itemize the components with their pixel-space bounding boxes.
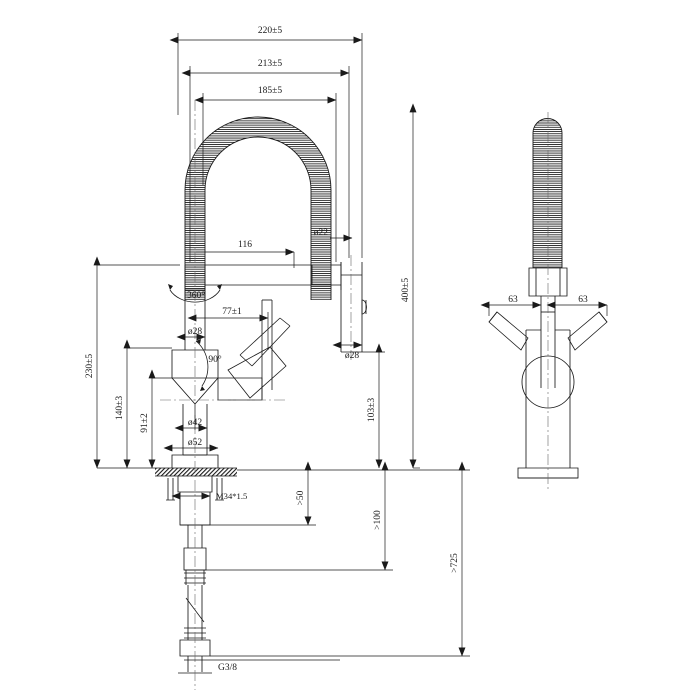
dim-front-left: 63 bbox=[480, 295, 542, 316]
front-spout-collar bbox=[528, 267, 568, 297]
dim-hose-length: >725 bbox=[210, 461, 470, 657]
dim-nozzle-dia: ø28 bbox=[332, 341, 363, 361]
dim-top-width-mid: 213±5 bbox=[181, 59, 350, 262]
dim-mount-thread: M34*1.5 bbox=[171, 491, 247, 501]
dim-gt50-label: >50 bbox=[296, 490, 306, 505]
front-handle-left bbox=[488, 311, 529, 351]
dim-height-mid: 140±3 bbox=[115, 339, 172, 469]
dim-base-dia: ø52 bbox=[163, 438, 219, 452]
dim-400-label: 400±5 bbox=[401, 278, 411, 302]
dim-185-label: 185±5 bbox=[258, 86, 282, 96]
dim-220-label: 220±5 bbox=[258, 26, 282, 36]
dim-counter-min: >100 bbox=[206, 461, 393, 571]
dim-hose-thread: G3/8 bbox=[184, 659, 340, 673]
centre-lines bbox=[160, 100, 352, 690]
deck-mount-assembly bbox=[155, 454, 237, 526]
dimension-layer-front: 63 63 bbox=[480, 295, 608, 316]
dim-dia52-label: ø52 bbox=[188, 438, 203, 448]
dim-230-label: 230±5 bbox=[85, 354, 95, 378]
dim-90-label: 90° bbox=[208, 354, 222, 365]
outlet-nozzle bbox=[340, 262, 367, 353]
front-spring-spout bbox=[532, 118, 563, 268]
dim-360-label: 360° bbox=[187, 290, 205, 301]
front-handle-right bbox=[567, 311, 608, 351]
dim-91-label: 91±2 bbox=[140, 413, 150, 433]
front-elevation-view bbox=[488, 112, 608, 490]
dim-140-label: 140±3 bbox=[115, 396, 125, 420]
dim-gt725-label: >725 bbox=[450, 553, 460, 573]
dim-top-width-inner: 185±5 bbox=[194, 86, 337, 262]
dim-height-low: 91±2 bbox=[140, 369, 172, 469]
dim-dia22-label: ø22 bbox=[314, 228, 329, 238]
dim-gt100-label: >100 bbox=[373, 510, 383, 530]
dim-column-dia: ø28 bbox=[176, 327, 206, 341]
front-body-column bbox=[517, 329, 579, 479]
dim-dia42-label: ø42 bbox=[188, 418, 203, 428]
dim-spring-dia: ø22 bbox=[314, 228, 353, 242]
dim-63-right-label: 63 bbox=[578, 295, 588, 305]
dim-body-dia: ø42 bbox=[174, 418, 208, 432]
dim-116-label: 116 bbox=[238, 240, 252, 250]
rotation-arc-indicator bbox=[168, 284, 222, 303]
dim-77-label: 77±1 bbox=[222, 307, 242, 317]
dim-right-lower: 103±3 bbox=[362, 343, 385, 469]
dim-front-right: 63 bbox=[546, 295, 608, 316]
dim-top-width-outer: 220±5 bbox=[169, 26, 363, 258]
dim-handle-offset: 77±1 bbox=[187, 307, 269, 350]
dim-right-total: 400±5 bbox=[401, 103, 420, 469]
dim-spout-reach: 116 bbox=[196, 240, 295, 268]
dim-103-label: 103±3 bbox=[367, 398, 377, 422]
dim-g38-label: G3/8 bbox=[218, 663, 237, 673]
valve-body-and-handle bbox=[171, 299, 291, 456]
dim-213-label: 213±5 bbox=[258, 59, 282, 69]
dim-dia28-nozzle-label: ø28 bbox=[345, 351, 360, 361]
dim-dia28-column-label: ø28 bbox=[188, 327, 203, 337]
dimension-layer-side: 220±5 213±5 185±5 116 ø22 360° bbox=[85, 26, 470, 673]
dim-m34-label: M34*1.5 bbox=[216, 491, 247, 501]
dim-deck-min: >50 bbox=[210, 461, 316, 526]
dim-63-left-label: 63 bbox=[508, 295, 518, 305]
